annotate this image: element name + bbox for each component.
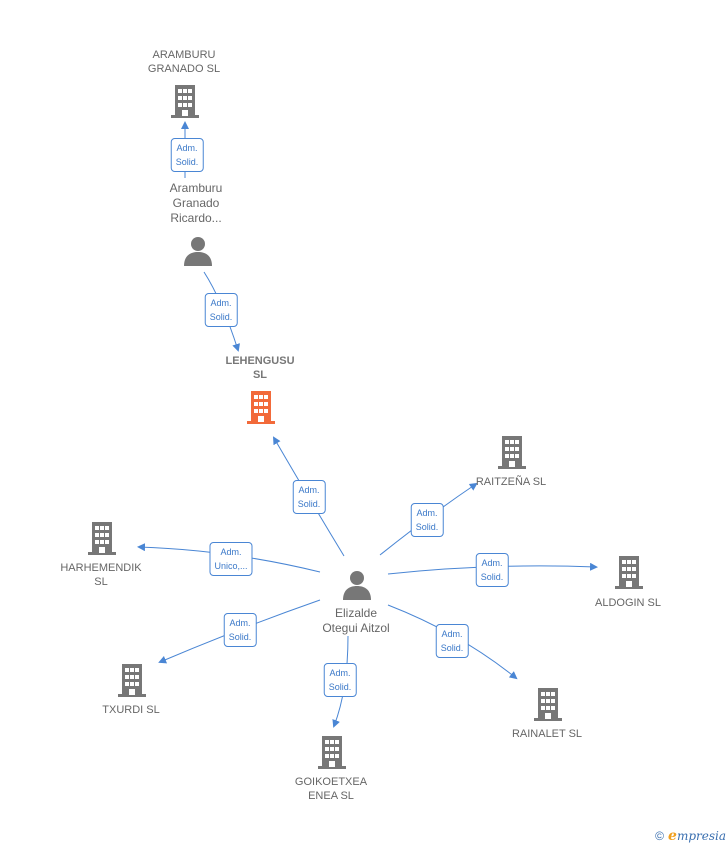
node-label-harhemendik[interactable]: HARHEMENDIK SL [60, 562, 142, 588]
node-label-txurdi[interactable]: TXURDI SL [102, 704, 160, 716]
node-label-goikoetxea[interactable]: GOIKOETXEA ENEA SL [294, 776, 368, 802]
node-label-rainalet[interactable]: RAINALET SL [511, 728, 583, 740]
node-label-aramburu-granado-sl[interactable]: ARAMBURU GRANADO SL [147, 49, 221, 75]
edge-label-elizalde-aldogin[interactable]: Adm. Solid. [475, 553, 509, 587]
building-icon[interactable] [116, 663, 148, 697]
footer-brand: © empresia [655, 828, 726, 844]
node-label-aramburu-person[interactable]: Aramburu Granado Ricardo... [169, 181, 223, 225]
building-icon-main[interactable] [245, 390, 277, 424]
building-icon[interactable] [532, 687, 564, 721]
building-icon[interactable] [496, 435, 528, 469]
node-label-lehengusu[interactable]: LEHENGUSU SL [225, 355, 295, 381]
edge-label-elizalde-raitzena[interactable]: Adm. Solid. [410, 503, 444, 537]
node-label-elizalde[interactable]: Elizalde Otegui Aitzol [322, 606, 390, 635]
edge-label-elizalde-txurdi[interactable]: Adm. Solid. [223, 613, 257, 647]
edge-label-aramburu-lehengusu[interactable]: Adm. Solid. [204, 293, 238, 327]
edge-label-elizalde-lehengusu[interactable]: Adm. Solid. [292, 480, 326, 514]
person-icon[interactable] [342, 570, 372, 600]
node-label-raitzena[interactable]: RAITZEÑA SL [475, 476, 547, 488]
building-icon[interactable] [169, 84, 201, 118]
edge-label-aramburu-sl[interactable]: Adm. Solid. [170, 138, 204, 172]
building-icon[interactable] [86, 521, 118, 555]
edge-label-elizalde-goikoetxea[interactable]: Adm. Solid. [323, 663, 357, 697]
building-icon[interactable] [316, 735, 348, 769]
brand-logo: empresia [668, 828, 726, 844]
building-icon[interactable] [613, 555, 645, 589]
copyright-icon: © [655, 829, 665, 843]
person-icon[interactable] [183, 236, 213, 266]
edge-label-elizalde-harhemendik[interactable]: Adm. Unico,... [209, 542, 253, 576]
node-label-aldogin[interactable]: ALDOGIN SL [594, 597, 662, 609]
edge-label-elizalde-rainalet[interactable]: Adm. Solid. [435, 624, 469, 658]
